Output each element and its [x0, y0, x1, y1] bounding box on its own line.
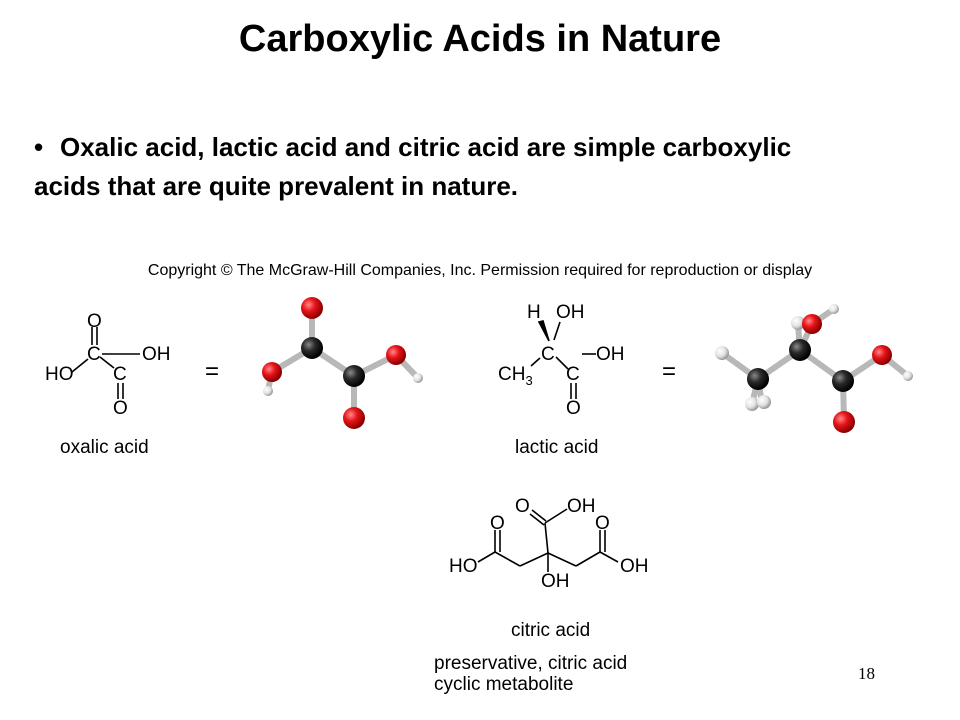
lactic-equals-sign: = [662, 358, 676, 385]
svg-text:HO: HO [45, 364, 74, 385]
lactic-acid-label: lactic acid [515, 437, 599, 458]
svg-text:C: C [87, 344, 101, 365]
svg-text:CH3: CH3 [498, 364, 533, 388]
svg-text:OH: OH [142, 344, 171, 365]
svg-text:C: C [566, 364, 580, 385]
citric-acid-atoms: O OH O O HO OH OH [449, 496, 649, 592]
svg-text:OH: OH [556, 302, 585, 323]
page-number: 18 [858, 664, 875, 683]
oxalic-acid-atoms: O C OH HO C O [45, 311, 171, 419]
citric-note-line-1: preservative, citric acid [434, 653, 628, 674]
svg-text:OH: OH [596, 344, 625, 365]
lactic-acid-atoms: H OH C OH CH3 C O [498, 302, 625, 419]
svg-text:O: O [113, 398, 128, 419]
svg-text:C: C [541, 344, 555, 365]
oxalic-acid-3d-model [262, 297, 423, 429]
svg-text:O: O [490, 513, 505, 534]
svg-text:O: O [566, 398, 581, 419]
svg-text:OH: OH [567, 496, 596, 517]
bullet-marker: • [34, 132, 44, 162]
citric-note-line-2: cyclic metabolite [434, 674, 574, 695]
oxalic-acid-skeletal [71, 327, 140, 399]
bullet-text: Oxalic acid, lactic acid and citric acid… [34, 132, 792, 201]
svg-text:O: O [515, 496, 530, 517]
citric-acid-skeletal [477, 508, 619, 572]
svg-text:OH: OH [620, 556, 649, 577]
citric-acid-note: preservative, citric acid cyclic metabol… [434, 653, 627, 695]
copyright-notice: Copyright © The McGraw-Hill Companies, I… [147, 262, 813, 279]
svg-text:C: C [113, 364, 127, 385]
slide-title: Carboxylic Acids in Nature [238, 18, 722, 60]
lactic-acid-3d-model [715, 304, 913, 433]
lactic-acid-skeletal [530, 320, 596, 399]
bullet-point: •Oxalic acid, lactic acid and citric aci… [34, 128, 834, 206]
svg-text:O: O [595, 513, 610, 534]
svg-text:HO: HO [449, 556, 478, 577]
oxalic-equals-sign: = [205, 358, 219, 385]
svg-text:H: H [527, 302, 541, 323]
svg-text:OH: OH [541, 571, 570, 592]
citric-acid-label: citric acid [511, 620, 591, 641]
svg-text:O: O [87, 311, 102, 332]
oxalic-acid-label: oxalic acid [60, 437, 149, 458]
